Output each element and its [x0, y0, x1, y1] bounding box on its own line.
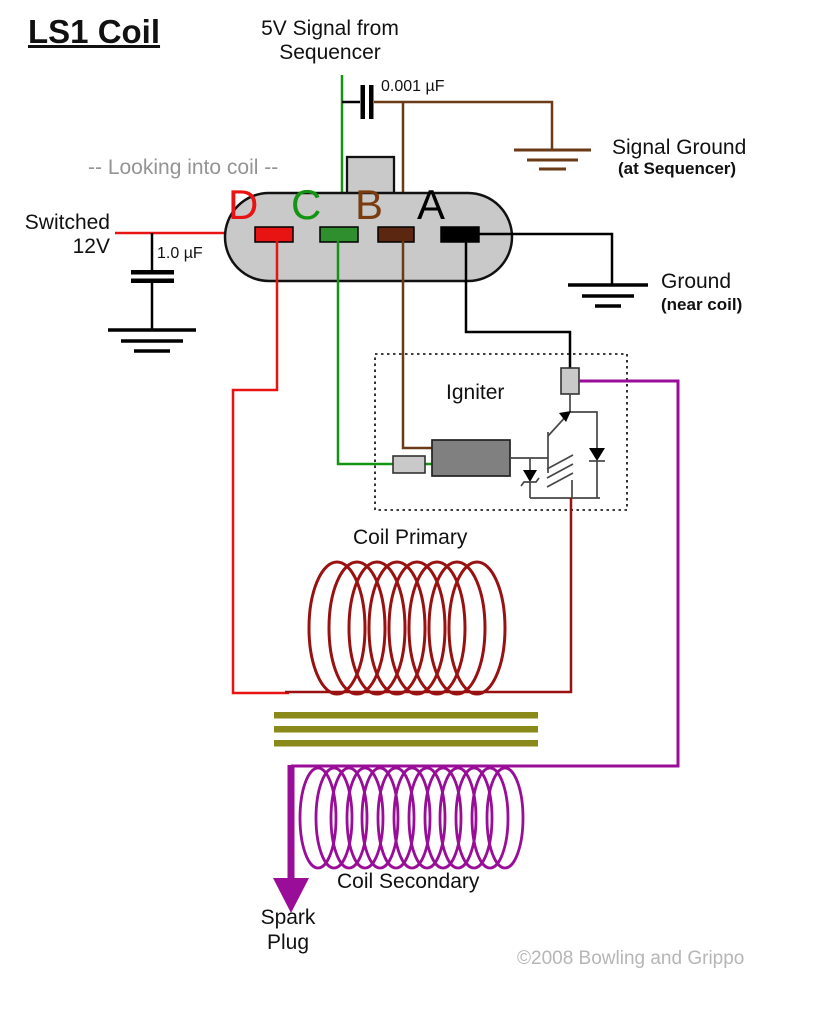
connector-body: [223, 191, 514, 283]
switched-line2: 12V: [72, 234, 110, 258]
ground-note: (near coil): [661, 295, 743, 314]
switched-line1: Switched: [24, 211, 110, 234]
capacitor-0001uf-label: 0.001 µF: [381, 78, 445, 95]
pin-b: [377, 226, 415, 243]
pin-label-a: A: [417, 181, 446, 228]
capacitor-10uf-label: 1.0 µF: [157, 245, 203, 262]
secondary-coil: [298, 766, 525, 870]
spark-line1: Spark: [260, 906, 316, 929]
signal-ground-wire: [374, 100, 554, 150]
signal-5v-label: 5V Signal from Sequencer: [230, 17, 430, 64]
primary-coil: [307, 560, 507, 696]
spark-plug-arrow: [273, 765, 309, 913]
pin-label-c: C: [291, 181, 322, 228]
igniter-circuit: [392, 367, 605, 499]
pin-d: [254, 226, 294, 243]
ground-symbol-right: [568, 283, 648, 308]
pin-a: [440, 226, 480, 243]
signal-ground-note: (at Sequencer): [618, 159, 737, 178]
zener-diode: [523, 470, 537, 482]
signal-5v-line1: 5V Signal from: [261, 17, 399, 40]
secondary-wire: [291, 379, 680, 768]
pin-b-wire-brown: [401, 241, 432, 450]
copyright-text: ©2008 Bowling and Grippo: [517, 948, 745, 969]
pin-label-d: D: [228, 181, 259, 228]
switched-12v-label: Switched 12V: [8, 211, 110, 258]
ground-label: Ground: [661, 270, 732, 293]
pin-c: [319, 226, 359, 243]
capacitor-0001uf: [342, 85, 374, 119]
core-laminations: [274, 712, 538, 747]
igniter-collector-terminal: [560, 367, 580, 395]
coil-secondary-label: Coil Secondary: [337, 870, 480, 893]
signal-5v-line2: Sequencer: [279, 40, 381, 64]
pin-d-wire-red: [231, 241, 289, 695]
looking-into-coil-label: -- Looking into coil --: [88, 156, 279, 179]
collector-arrow: [559, 411, 571, 422]
pin-a-wire-black: [464, 232, 614, 369]
signal-ground-symbol: [514, 148, 591, 171]
coil-primary-label: Coil Primary: [353, 526, 468, 549]
spark-line2: Plug: [266, 930, 310, 954]
signal-ground-label: Signal Ground: [612, 136, 747, 159]
connector-tab: [345, 155, 396, 196]
coil-connector: [223, 155, 514, 283]
page-title: LS1 Coil: [28, 13, 161, 50]
igniter-driver-module: [431, 439, 511, 477]
ground-symbol-left: [108, 328, 196, 353]
igniter-input-resistor: [392, 455, 426, 474]
primary-return-wire: [285, 498, 573, 694]
flyback-diode: [589, 448, 605, 461]
spark-plug-label: Spark Plug: [248, 906, 328, 956]
pin-label-b: B: [355, 181, 384, 228]
igniter-label: Igniter: [446, 381, 505, 404]
igniter-box: [374, 353, 628, 511]
capacitor-10uf: [131, 233, 174, 330]
